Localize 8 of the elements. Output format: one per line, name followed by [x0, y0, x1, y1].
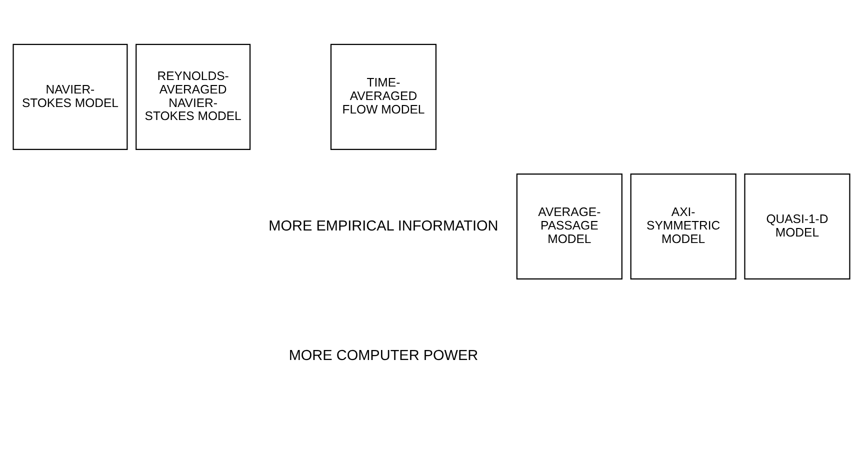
node-box: NAVIER-STOKES MODEL: [12, 43, 128, 150]
node-box: REYNOLDS-AVERAGED NAVIER-STOKES MODEL: [136, 43, 251, 150]
node-box: AXI-SYMMETRIC MODEL: [630, 172, 736, 280]
node-box: TIME-AVERAGED FLOW MODEL: [330, 43, 437, 150]
node-box: QUASI-1-D MODEL: [744, 172, 850, 280]
label: MORE EMPIRICAL INFORMATION: [268, 218, 498, 234]
node-box: AVERAGE-PASSAGE MODEL: [516, 172, 622, 280]
label: MORE COMPUTER POWER: [288, 347, 478, 364]
